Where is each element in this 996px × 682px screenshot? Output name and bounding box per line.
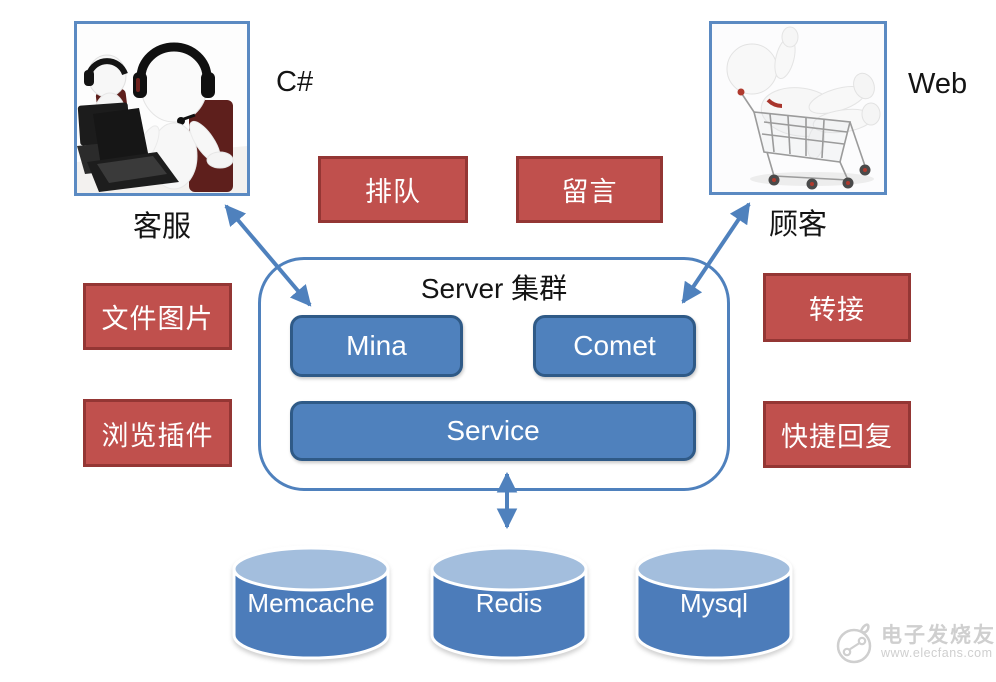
- mina-box: Mina: [290, 315, 463, 377]
- message-box: 留言: [516, 156, 663, 223]
- server-cluster-title: Server 集群: [420, 273, 568, 304]
- file-image-box: 文件图片: [83, 283, 232, 350]
- cylinder-shape: [232, 545, 390, 660]
- elecfans-logo-icon: [836, 623, 872, 664]
- redis-database: Redis: [428, 542, 590, 666]
- redis-label: Redis: [475, 588, 543, 618]
- mysql-label: Mysql: [680, 588, 748, 618]
- transfer-box: 转接: [763, 273, 911, 342]
- customer-tech-label: Web: [908, 68, 968, 100]
- cylinder-shape: [635, 545, 793, 660]
- queue-box: 排队: [318, 156, 468, 223]
- watermark-brand: 电子发烧友: [881, 623, 996, 647]
- elecfans-watermark: 电子发烧友 www.elecfans.com: [834, 618, 996, 666]
- watermark-url: www.elecfans.com: [881, 645, 993, 660]
- memcache-label: Memcache: [247, 588, 375, 618]
- agent-tech-label: C#: [276, 66, 314, 98]
- memcache-database: Memcache: [230, 542, 392, 666]
- customer-image: [709, 21, 887, 195]
- service-box: Service: [290, 401, 696, 461]
- cylinder-shape: [430, 545, 588, 660]
- customer-service-image: [74, 21, 250, 196]
- browser-plugin-box: 浏览插件: [83, 399, 232, 467]
- customer-service-illustration: [77, 24, 247, 193]
- mysql-database: Mysql: [633, 542, 795, 666]
- quick-reply-box: 快捷回复: [763, 401, 911, 468]
- customer-label: 顾客: [768, 209, 827, 241]
- server-cluster-container: Server 集群 Mina Comet Service: [258, 257, 730, 491]
- agent-label: 客服: [132, 211, 191, 243]
- customer-illustration: [712, 24, 884, 192]
- comet-box: Comet: [533, 315, 696, 377]
